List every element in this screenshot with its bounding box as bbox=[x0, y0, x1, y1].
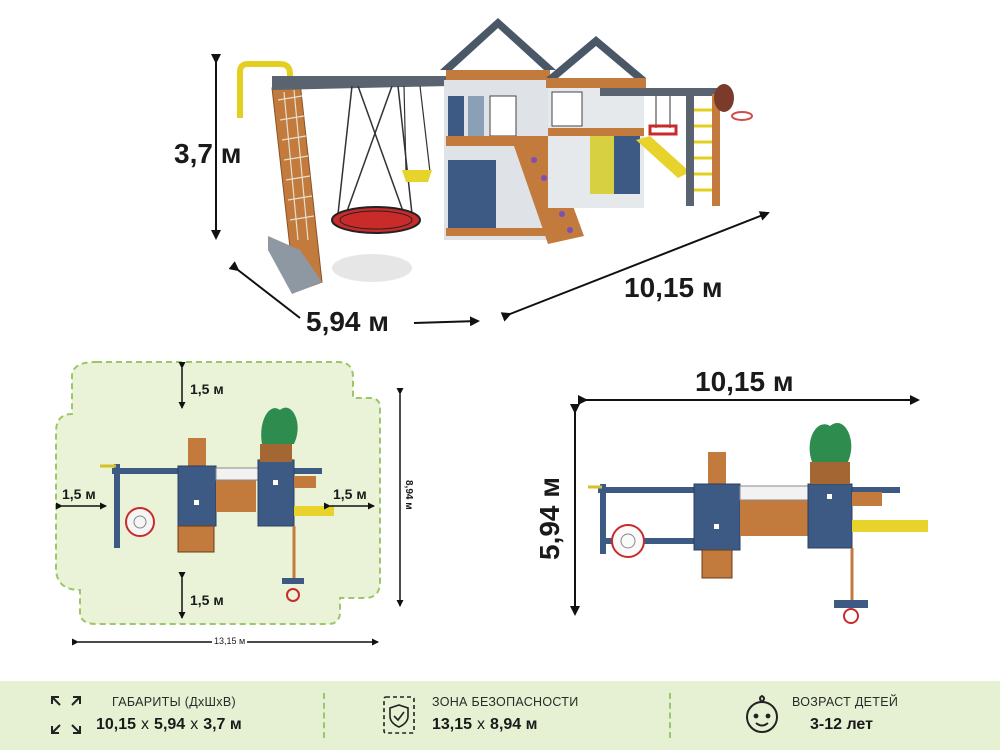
expand-arrows-icon bbox=[51, 696, 81, 734]
age-title: ВОЗРАСТ ДЕТЕЙ bbox=[792, 695, 899, 709]
safety-total-width-label: 8,94 м bbox=[403, 480, 414, 510]
age-value: 3-12 лет bbox=[810, 716, 873, 733]
footer-age: ВОЗРАСТ ДЕТЕЙ 3-12 лет bbox=[672, 681, 1000, 750]
depth-arrow bbox=[228, 261, 480, 327]
top-plan-length-label: 10,15 м bbox=[695, 366, 794, 397]
footer-divider bbox=[323, 693, 325, 738]
child-face-icon bbox=[746, 695, 778, 733]
safety-right-label: 1,5 м bbox=[333, 486, 367, 502]
dimensions-title: ГАБАРИТЫ (ДхШхВ) bbox=[112, 695, 236, 709]
top-plan-playground bbox=[588, 422, 928, 624]
safety-bottom-label: 1,5 м bbox=[190, 592, 224, 608]
safety-zone-title: ЗОНА БЕЗОПАСНОСТИ bbox=[432, 695, 579, 709]
height-label: 3,7 м bbox=[174, 138, 242, 169]
safety-left-label: 1,5 м bbox=[62, 486, 96, 502]
safety-shield-icon bbox=[383, 696, 415, 734]
diagram-canvas bbox=[55, 18, 928, 646]
footer-divider bbox=[669, 693, 671, 738]
length-arrow bbox=[500, 211, 770, 322]
safety-total-length-label: 13,15 м bbox=[212, 636, 248, 646]
safety-top-label: 1,5 м bbox=[190, 381, 224, 397]
top-plan-width-label: 5,94 м bbox=[534, 477, 565, 560]
length-label: 10,15 м bbox=[624, 272, 723, 303]
depth-label: 5,94 м bbox=[306, 306, 389, 337]
small-plan-playground bbox=[100, 407, 334, 602]
playground-3d-illustration bbox=[237, 18, 753, 294]
